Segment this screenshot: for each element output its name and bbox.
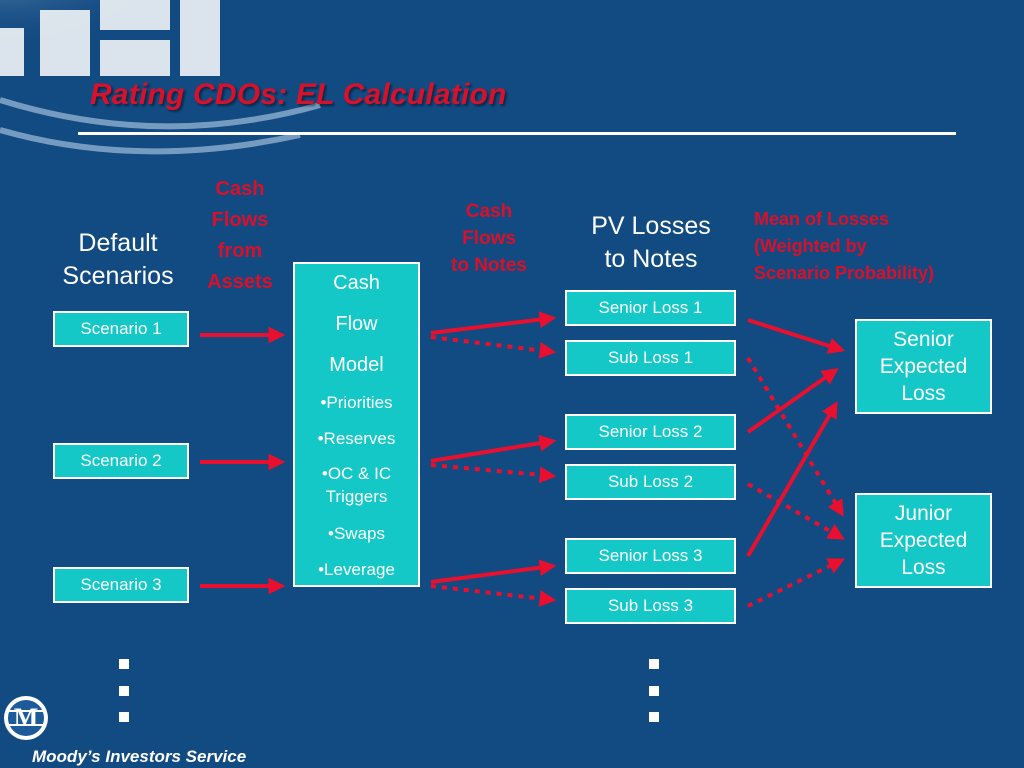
arrow-sub-loss-3-to-junior-el <box>747 558 846 608</box>
arrow-model-to-sub-loss-2 <box>430 463 557 484</box>
ellipsis-dot <box>119 659 129 669</box>
title-underline <box>78 132 956 135</box>
arrow-senior-loss-3-to-senior-el <box>746 401 838 558</box>
senior-loss-3-box: Senior Loss 3 <box>565 538 736 574</box>
ellipsis-dot <box>649 659 659 669</box>
arrow-model-to-senior-loss-3 <box>430 559 557 584</box>
arrow-model-to-sub-loss-3 <box>430 584 557 607</box>
arrow-senior-loss-2-to-senior-el <box>746 368 839 434</box>
ellipsis-dot <box>649 686 659 696</box>
scenario-2-box: Scenario 2 <box>53 443 189 479</box>
ellipsis-dot <box>649 712 659 722</box>
cfm-title-line-2: Flow <box>335 313 378 335</box>
default-scenarios-header: Default Scenarios <box>62 229 174 290</box>
arrow-sub-loss-2-to-junior-el <box>747 482 845 540</box>
junior-expected-loss-box: Junior Expected Loss <box>855 493 992 588</box>
cfm-bullet-reserves: •Reserves <box>317 429 396 448</box>
pv-losses-header: PV Losses to Notes <box>591 212 711 273</box>
senior-loss-1-box: Senior Loss 1 <box>565 290 736 326</box>
cfm-bullet-priorities: •Priorities <box>320 393 393 412</box>
ellipsis-dot <box>119 712 129 722</box>
cash-flows-to-notes-note: Cash Flows to Notes <box>451 201 527 276</box>
slide-title: Rating CDOs: EL Calculation <box>90 78 507 111</box>
cash-flow-model-box: Cash Flow Model •Priorities •Reserves •O… <box>293 262 420 587</box>
arrow-model-to-senior-loss-1 <box>430 311 557 335</box>
arrow-model-to-sub-loss-1 <box>430 335 557 359</box>
arrow-sub-loss-1-to-junior-el <box>746 356 844 517</box>
sub-loss-3-box: Sub Loss 3 <box>565 588 736 624</box>
senior-expected-loss-box: Senior Expected Loss <box>855 319 992 414</box>
sub-loss-1-box: Sub Loss 1 <box>565 340 736 376</box>
arrow-model-to-senior-loss-2 <box>430 434 557 463</box>
cfm-title-line-3: Model <box>329 354 384 376</box>
mean-of-losses-note: Mean of Losses (Weighted by Scenario Pro… <box>754 209 935 283</box>
arrow-senior-loss-1-to-senior-el <box>747 318 846 354</box>
senior-loss-2-box: Senior Loss 2 <box>565 414 736 450</box>
svg-text:M: M <box>14 703 39 732</box>
moodys-logo-icon: M <box>4 696 48 740</box>
cfm-bullet-oc-ic-triggers: •OC & IC Triggers <box>321 464 392 506</box>
scenario-3-box: Scenario 3 <box>53 567 189 603</box>
footer-brand: Moody’s Investors Service <box>32 747 247 766</box>
ellipsis-dot <box>119 686 129 696</box>
cfm-bullet-swaps: •Swaps <box>328 524 385 543</box>
scenario-1-box: Scenario 1 <box>53 311 189 347</box>
cash-flows-from-assets-note: Cash Flows from Assets <box>207 178 273 293</box>
sub-loss-2-box: Sub Loss 2 <box>565 464 736 500</box>
cfm-title-line-1: Cash <box>333 272 380 294</box>
cfm-bullet-leverage: •Leverage <box>318 560 395 579</box>
